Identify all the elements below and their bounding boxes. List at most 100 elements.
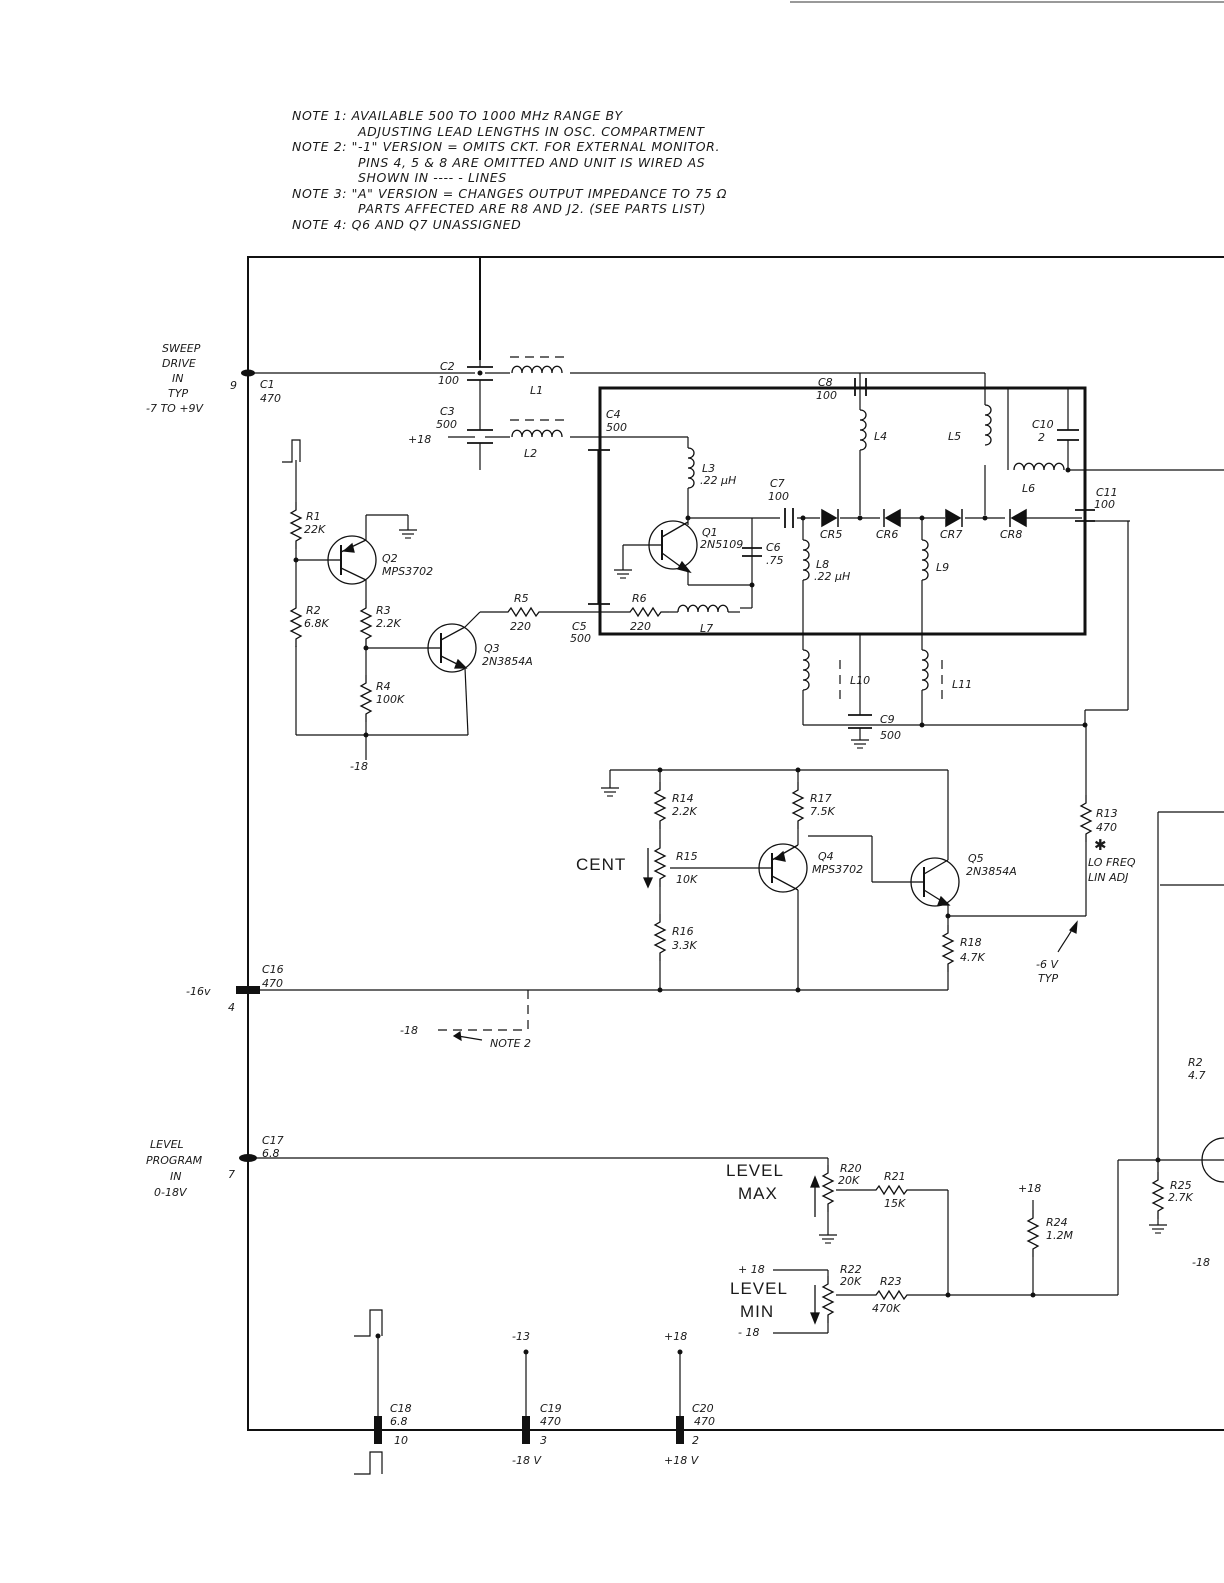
label-transistors-q3-part: 2N3854A xyxy=(482,655,533,668)
inductor-labels: L1 L2 L3 .22 μH L4 L5 L6 L7 L8 .22 μH L9… xyxy=(524,384,1035,691)
label-capacitors-c8-ref: C8 xyxy=(818,376,833,389)
label-rails-p18-c3: +18 xyxy=(408,433,431,446)
level-label-1: LEVEL xyxy=(150,1138,184,1151)
label-capacitors-c5-value: 500 xyxy=(570,632,591,645)
label-capacitors-c18-ref: C18 xyxy=(390,1402,412,1415)
feedthrough-c19 xyxy=(522,1416,530,1444)
inductor-l1 xyxy=(511,365,563,374)
label-resistors-r13-value: 470 xyxy=(1096,821,1117,834)
label-resistors-r23-value: 470K xyxy=(872,1302,901,1315)
label-transistors-q1-ref: Q1 xyxy=(702,526,718,539)
label-capacitors-c6-ref: C6 xyxy=(766,541,781,554)
label-resistors-r21-ref: R21 xyxy=(884,1170,906,1183)
label-resistors-r20-ref: R20 xyxy=(840,1162,862,1175)
label-transistors-q1-part: 2N5109 xyxy=(700,538,743,551)
feedthrough-c18 xyxy=(374,1416,382,1444)
label-capacitors-c11-ref: C11 xyxy=(1096,486,1118,499)
label-transistors-q4-ref: Q4 xyxy=(818,850,834,863)
label-resistors-r22-value: 20K xyxy=(840,1275,862,1288)
input-labels: SWEEP DRIVE IN TYP -7 TO +9V 9 -16v 4 LE… xyxy=(146,342,237,1199)
label-capacitors-c18-value: 6.8 xyxy=(390,1415,408,1428)
rail-labels: +18 -18 -18 NOTE 2 -6 V TYP +18 + 18 - 1… xyxy=(350,433,1210,1339)
label-capacitors-c17-value: 6.8 xyxy=(262,1147,280,1160)
inductor-l4 xyxy=(859,409,867,451)
resistor-r1 xyxy=(290,501,302,550)
label-rails-typ: TYP xyxy=(1038,972,1058,985)
label-resistors-r15-value: 10K xyxy=(676,873,698,886)
level-pin: 7 xyxy=(228,1168,235,1181)
label-rails-p18-levelmin: + 18 xyxy=(738,1263,765,1276)
label-resistors-r5-ref: R5 xyxy=(514,592,529,605)
label-diodes-cr6: CR6 xyxy=(876,528,898,541)
label-capacitors-c17-ref: C17 xyxy=(262,1134,284,1147)
label-transistors-q5-ref: Q5 xyxy=(968,852,984,865)
label-resistors-r2-value: 6.8K xyxy=(304,617,329,630)
label-capacitors-c19-value: 470 xyxy=(540,1415,561,1428)
resistor-r3 xyxy=(360,599,372,648)
resistor-r13 xyxy=(1080,794,1092,843)
label-resistors-r3-ref: R3 xyxy=(376,604,391,617)
resistor-r15 xyxy=(654,839,666,888)
resistor-r20 xyxy=(822,1164,834,1213)
label-rails-m18-levelmin: - 18 xyxy=(738,1326,759,1339)
label-inductors-l10: L10 xyxy=(850,674,870,687)
label-inductors-l6: L6 xyxy=(1022,482,1035,495)
label-capacitors-c2-ref: C2 xyxy=(440,360,455,373)
note-2-line-1: NOTE 2: "-1" VERSION = OMITS CKT. FOR EX… xyxy=(292,139,721,154)
inductor-l7 xyxy=(677,604,729,613)
label-resistors-r13-note1: LO FREQ xyxy=(1088,856,1136,869)
label-capacitors-c4-ref: C4 xyxy=(606,408,621,421)
resistor-r25 xyxy=(1152,1171,1164,1220)
transistor-q2 xyxy=(327,535,377,585)
label-resistors-r25-ref: R25 xyxy=(1170,1179,1192,1192)
level-min-label-2: MIN xyxy=(740,1302,774,1321)
label-resistors-r6-ref: R6 xyxy=(632,592,647,605)
sweep-pin: 9 xyxy=(230,379,237,392)
inductor-l5 xyxy=(984,404,992,446)
label-resistors-r22-ref: R22 xyxy=(840,1263,862,1276)
label-transistors-q2-ref: Q2 xyxy=(382,552,398,565)
minus16-label: -16v xyxy=(186,985,211,998)
label-resistors-r16-value: 3.3K xyxy=(672,939,697,952)
chassis-frame xyxy=(247,256,1224,1431)
label-capacitors-c19-pin: 3 xyxy=(540,1434,547,1447)
transistor-q5 xyxy=(910,857,960,907)
label-resistors-r18-ref: R18 xyxy=(960,936,982,949)
resistor-r22 xyxy=(822,1275,834,1324)
resistor-r14 xyxy=(654,781,666,830)
label-resistors-r25-value: 2.7K xyxy=(1168,1191,1193,1204)
label-inductors-l8: L8 xyxy=(816,558,829,571)
capacitor-labels: C1 470 C2 100 C3 500 C4 500 C5 500 C6 .7… xyxy=(260,360,1118,1467)
diode-cr5 xyxy=(821,508,838,528)
resistor-r24 xyxy=(1027,1209,1039,1258)
diode-labels: CR5 CR6 CR7 CR8 xyxy=(820,528,1022,541)
label-capacitors-c20-ref: C20 xyxy=(692,1402,714,1415)
label-capacitors-c19-rail: -18 V xyxy=(512,1454,542,1467)
control-labels: CENT LEVEL MAX LEVEL MIN xyxy=(576,855,787,1321)
label-rails-note2: NOTE 2 xyxy=(490,1037,531,1050)
sweep-label-4: TYP xyxy=(168,387,188,400)
label-rails-m18-right: -18 xyxy=(1192,1256,1210,1269)
resistor-r18 xyxy=(942,924,954,973)
label-capacitors-c9-ref: C9 xyxy=(880,713,895,726)
label-capacitors-c19-top: -13 xyxy=(512,1330,530,1343)
label-resistors-r21-value: 15K xyxy=(884,1197,906,1210)
resistor-r4 xyxy=(360,674,372,723)
edge-fragments: R2 4.7 xyxy=(1188,1056,1206,1082)
note-2-line-2: PINS 4, 5 & 8 ARE OMITTED AND UNIT IS WI… xyxy=(358,154,706,170)
label-resistors-r15-ref: R15 xyxy=(676,850,698,863)
junction-dots xyxy=(293,370,1161,1355)
label-inductors-l8v: .22 μH xyxy=(814,570,850,583)
label-capacitors-c6-value: .75 xyxy=(766,554,784,567)
label-resistors-r24-value: 1.2M xyxy=(1046,1229,1073,1242)
schematic-notes: NOTE 1: AVAILABLE 500 TO 1000 MHz RANGE … xyxy=(292,108,852,232)
note-1-line-1: NOTE 1: AVAILABLE 500 TO 1000 MHz RANGE … xyxy=(292,108,623,123)
label-transistors-q2-part: MPS3702 xyxy=(382,565,433,578)
resistor-r21 xyxy=(867,1185,916,1195)
pot-wipers xyxy=(642,848,820,1325)
r13-asterisk: ✱ xyxy=(1094,836,1107,854)
transistors xyxy=(327,520,960,907)
minus16-pin: 4 xyxy=(228,1001,235,1014)
wiring xyxy=(248,360,1224,1416)
